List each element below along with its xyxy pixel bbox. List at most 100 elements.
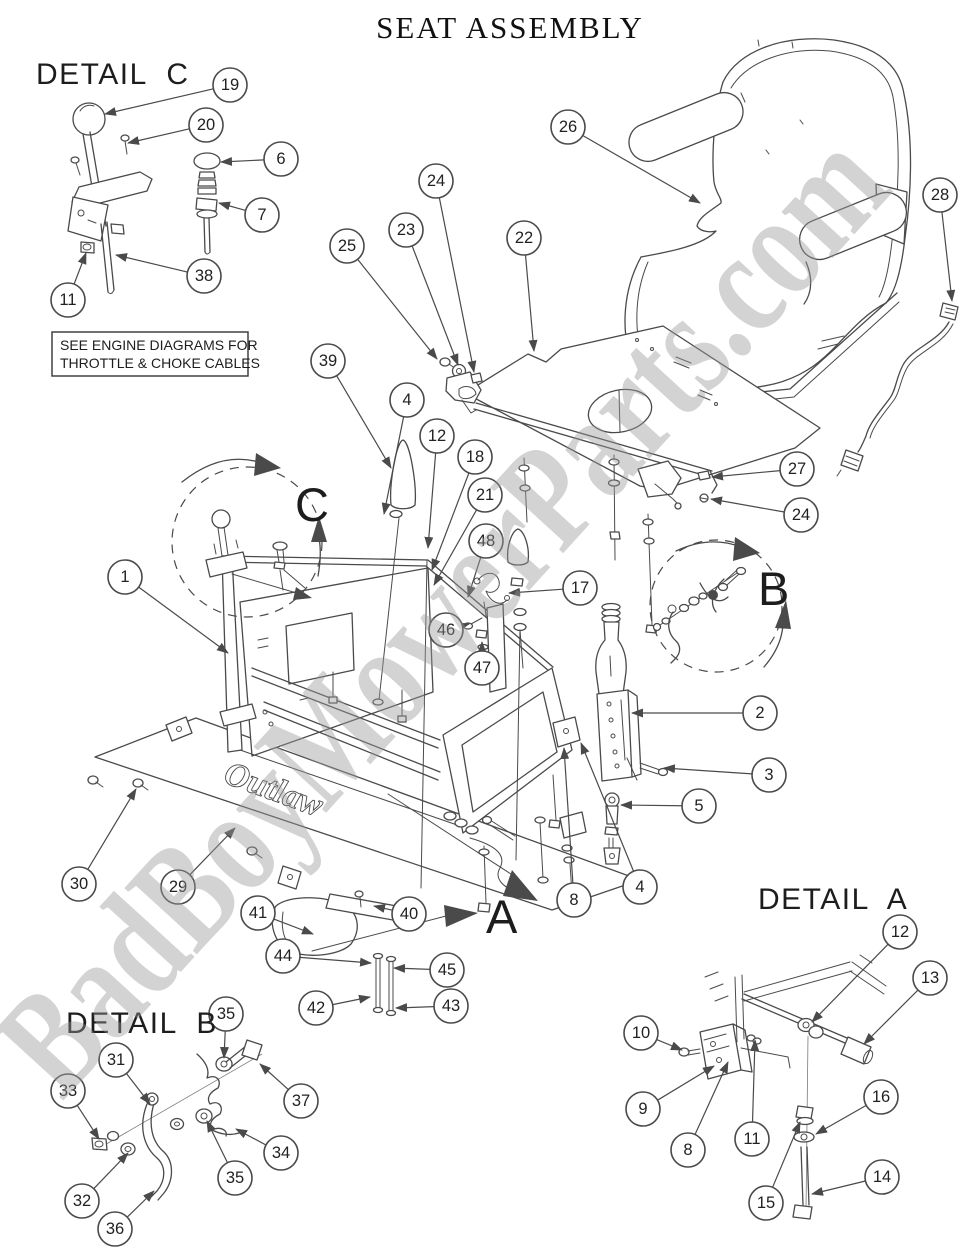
part-number: 1 xyxy=(120,568,129,586)
part-number: 6 xyxy=(276,150,285,168)
part-number: 43 xyxy=(442,997,460,1015)
leader-line xyxy=(560,747,574,884)
part-number: 21 xyxy=(476,486,494,504)
leader-line xyxy=(259,1063,289,1091)
detail-c-drawing xyxy=(67,102,221,295)
leader-line xyxy=(811,1180,866,1196)
part-number: 47 xyxy=(473,659,491,677)
part-number: 48 xyxy=(477,532,495,550)
callout-12: 12 xyxy=(811,914,918,1023)
note-line-2: THROTTLE & CHOKE CABLES xyxy=(60,355,260,371)
callout-32: 32 xyxy=(64,1152,129,1219)
part-number: 11 xyxy=(59,291,76,309)
callout-30: 30 xyxy=(61,788,137,902)
part-balloon-36 xyxy=(97,1211,133,1247)
callout-4: 4 xyxy=(381,382,425,515)
part-number: 38 xyxy=(195,267,213,285)
part-number: 28 xyxy=(931,186,949,204)
callout-43: 43 xyxy=(395,988,469,1024)
part-number: 12 xyxy=(891,923,909,941)
part-balloon-35 xyxy=(208,996,244,1032)
part-balloon-18 xyxy=(457,439,493,475)
part-number: 8 xyxy=(683,1141,692,1159)
part-balloon-17 xyxy=(562,570,598,606)
leader-line xyxy=(863,989,919,1045)
leader-line xyxy=(620,800,683,810)
leader-line xyxy=(663,764,753,775)
part-number: 2 xyxy=(755,704,764,722)
leader-line xyxy=(87,788,137,870)
leader-line xyxy=(694,1061,729,1135)
part-balloon-22 xyxy=(506,220,542,256)
view-b-indicator xyxy=(649,537,791,673)
part-balloon-24 xyxy=(418,163,454,199)
part-number: 44 xyxy=(274,947,292,965)
part-number: 9 xyxy=(638,1100,647,1118)
leader-line xyxy=(750,1039,760,1123)
part-number: 41 xyxy=(249,904,267,922)
part-number: 3 xyxy=(764,766,773,784)
callout-38: 38 xyxy=(115,253,222,294)
callout-16: 16 xyxy=(815,1079,899,1135)
detail-a-label: DETAIL A xyxy=(758,883,908,916)
callout-8: 8 xyxy=(556,747,592,918)
part-number: 17 xyxy=(571,579,589,597)
callout-27: 27 xyxy=(711,451,815,487)
view-letter-a: A xyxy=(486,890,518,943)
part-balloon-26 xyxy=(550,109,586,145)
hardware-middle-drawing xyxy=(271,793,587,1017)
cable-drawing xyxy=(836,302,959,477)
callout-31: 31 xyxy=(98,1042,151,1105)
leader-line xyxy=(433,509,478,586)
callout-23: 23 xyxy=(388,212,459,366)
callout-19: 19 xyxy=(104,67,248,116)
leader-line xyxy=(710,496,785,513)
note-line-1: SEE ENGINE DIAGRAMS FOR xyxy=(60,337,258,353)
part-number: 35 xyxy=(226,1169,244,1187)
leader-line xyxy=(582,134,701,204)
detail-c-label: DETAIL C xyxy=(36,58,190,91)
callout-36: 36 xyxy=(97,1190,155,1247)
part-number: 36 xyxy=(106,1220,124,1238)
view-letter-c: C xyxy=(295,478,329,531)
leader-line xyxy=(218,201,246,212)
part-balloon-30 xyxy=(61,866,97,902)
part-balloon-3 xyxy=(751,757,787,793)
callout-25: 25 xyxy=(329,228,438,360)
callout-45: 45 xyxy=(393,952,465,988)
callout-46: 46 xyxy=(428,612,470,648)
callout-10: 10 xyxy=(623,1015,683,1051)
callout-15: 15 xyxy=(748,1121,801,1221)
callout-2: 2 xyxy=(631,695,778,731)
part-balloon-7 xyxy=(244,197,280,233)
leader-line xyxy=(941,211,956,302)
callout-22: 22 xyxy=(506,220,542,352)
leader-line xyxy=(235,1128,267,1146)
part-balloon-31 xyxy=(98,1042,134,1078)
part-balloon-23 xyxy=(388,212,424,248)
part-balloon-33 xyxy=(50,1073,86,1109)
callout-24: 24 xyxy=(418,163,477,373)
part-balloon-43 xyxy=(433,988,469,1024)
leader-line xyxy=(457,622,470,632)
part-balloon-16 xyxy=(863,1079,899,1115)
leader-line xyxy=(424,452,437,549)
leader-line xyxy=(93,1152,129,1190)
part-balloon-11 xyxy=(50,282,86,318)
callout-37: 37 xyxy=(259,1063,319,1119)
detail-a-drawing xyxy=(678,954,887,1220)
leader-line xyxy=(467,557,482,598)
callout-35: 35 xyxy=(206,1120,253,1196)
part-number: 12 xyxy=(428,427,446,445)
view-c-indicator xyxy=(171,453,327,618)
part-balloon-2 xyxy=(742,695,778,731)
part-number: 7 xyxy=(257,206,266,224)
part-number: 24 xyxy=(427,172,445,190)
leader-line xyxy=(381,416,405,515)
part-number: 19 xyxy=(221,76,239,94)
leader-line xyxy=(104,88,214,116)
part-number: 4 xyxy=(635,878,644,896)
callout-40: 40 xyxy=(373,896,427,932)
part-balloon-24 xyxy=(783,497,819,533)
